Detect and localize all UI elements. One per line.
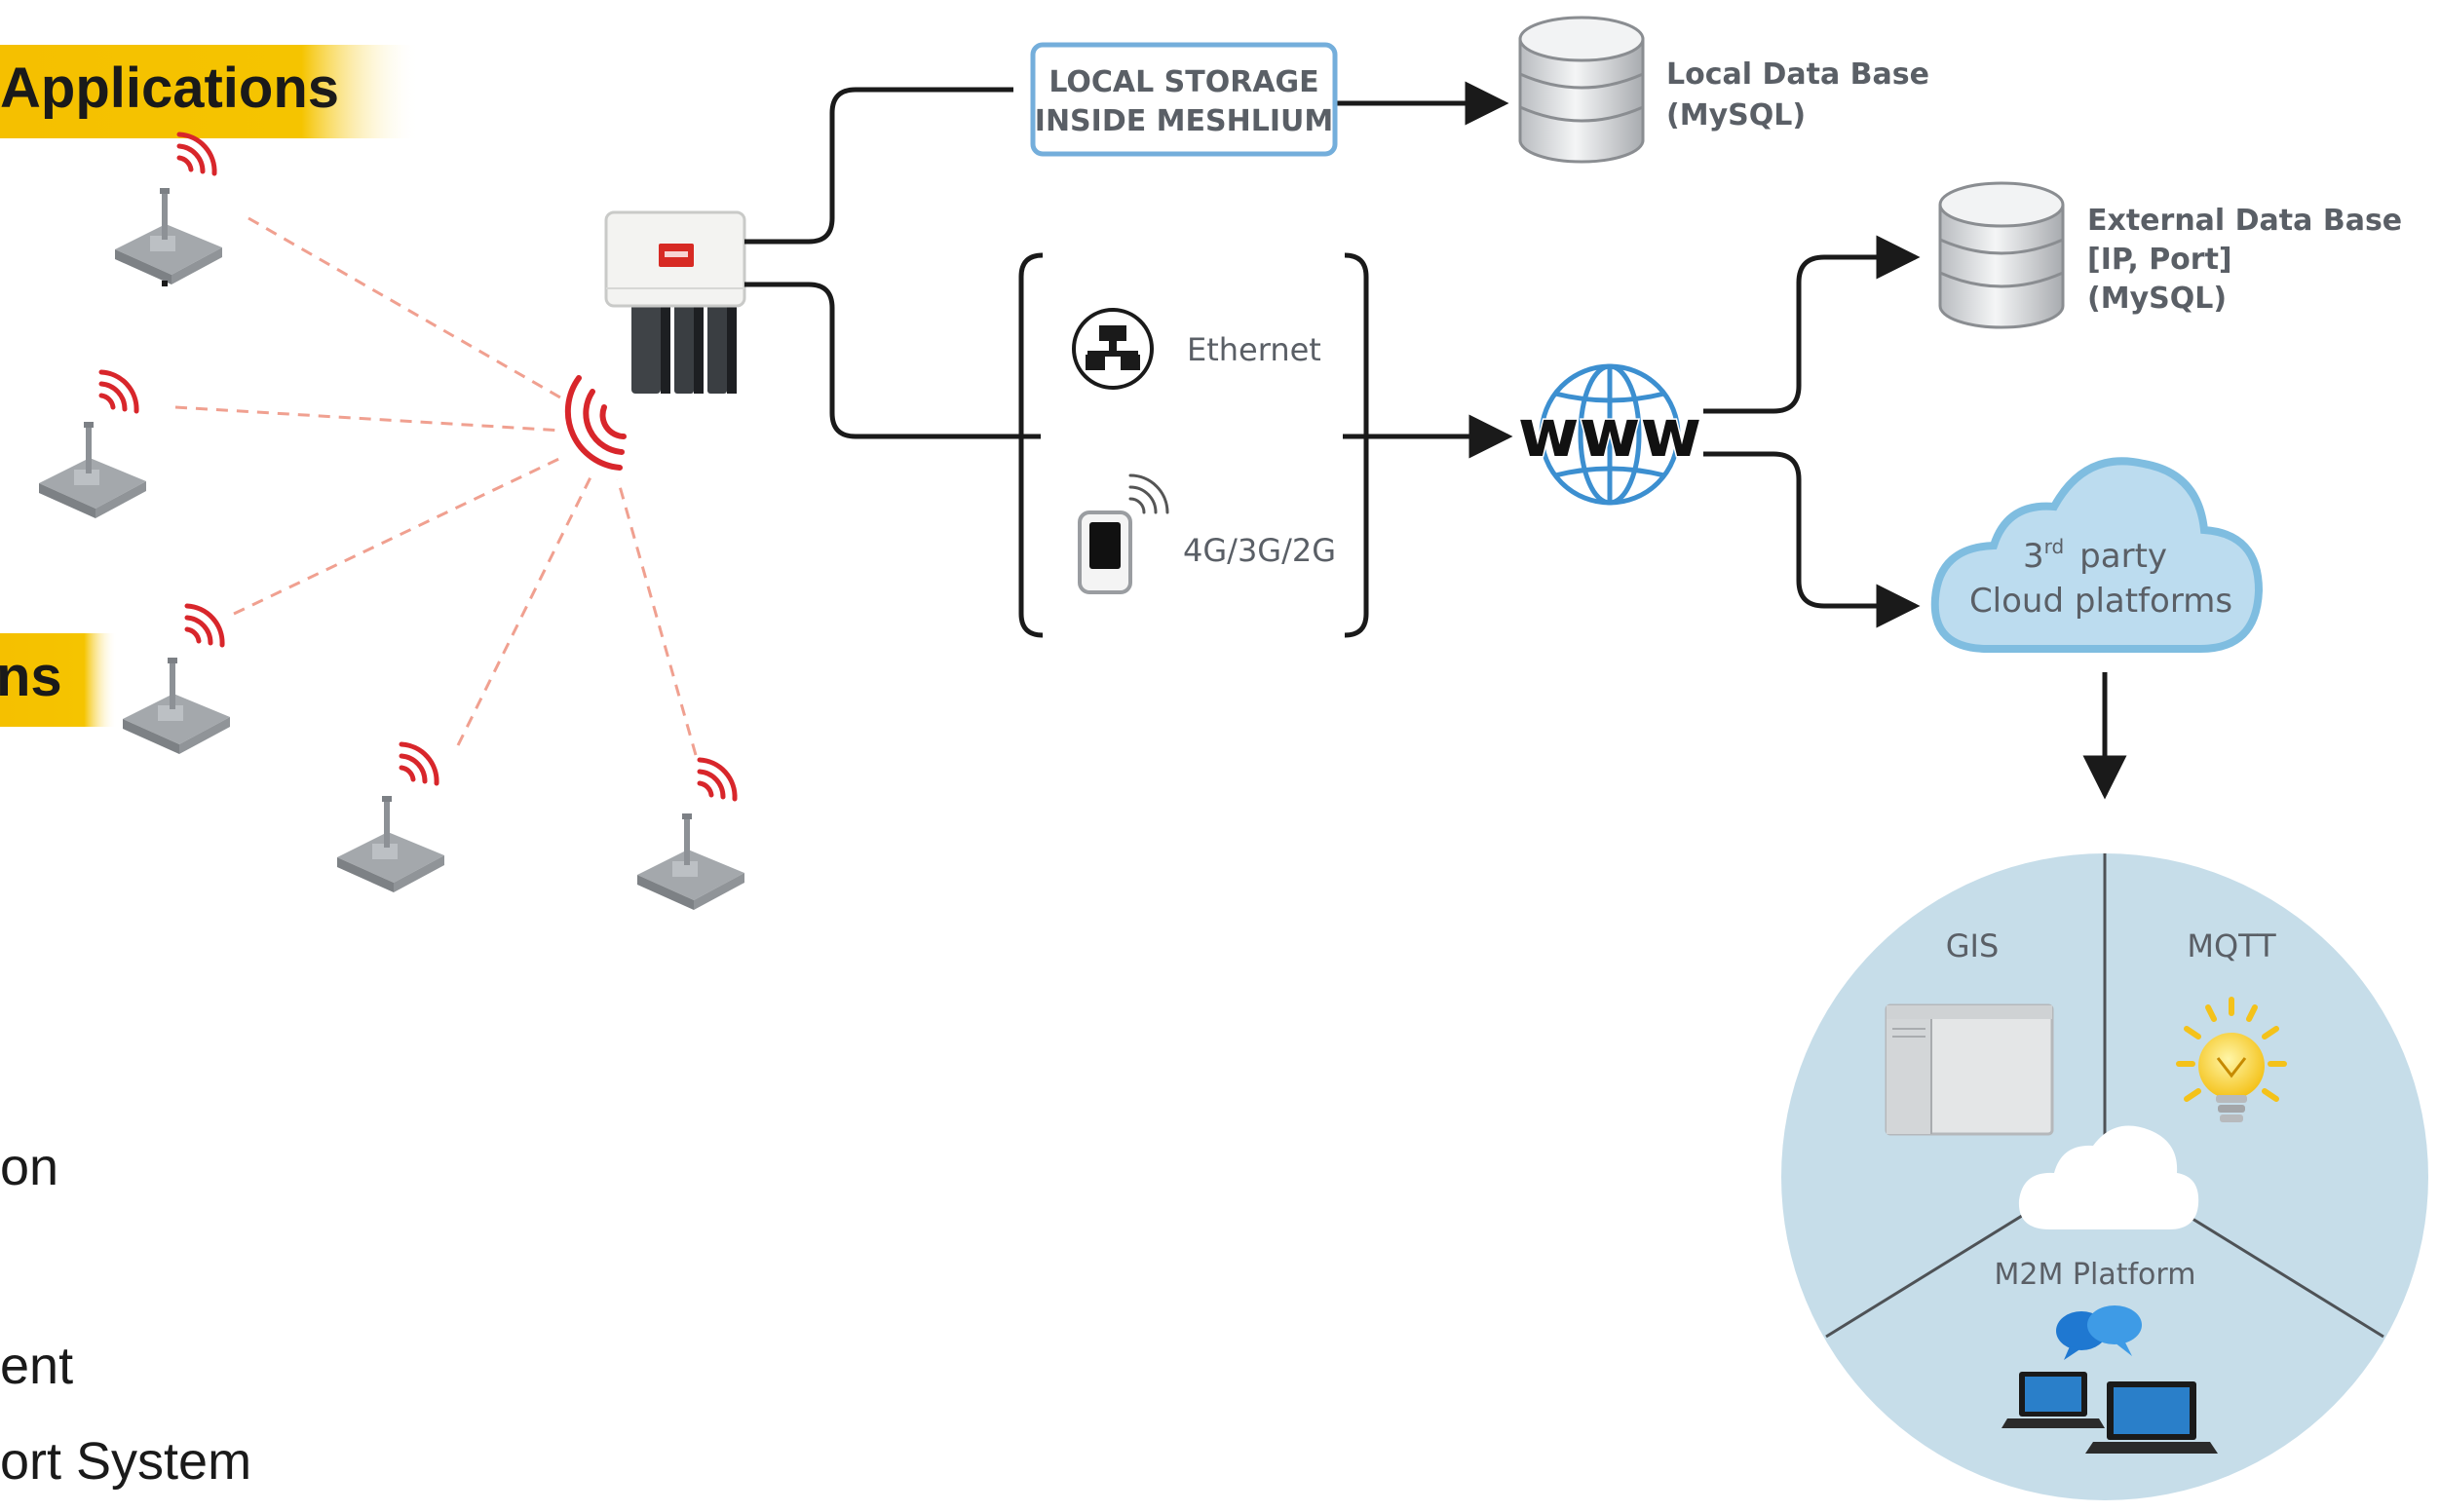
bracket-right — [1344, 252, 1369, 638]
local-storage-line-2: INSIDE MESHLIUM — [1035, 104, 1333, 138]
second-banner: ns — [0, 633, 117, 727]
cloud-ordinal-number: 3 — [2023, 537, 2044, 576]
sensor-node-4 — [337, 744, 444, 892]
sensor-device-icon — [337, 796, 444, 892]
sensor-device-icon — [115, 188, 222, 284]
local-database-icon — [1518, 16, 1645, 164]
signal-icon — [401, 744, 437, 783]
mobile-label: 4G/3G/2G — [1183, 532, 1336, 569]
cloud-label-line-2: Cloud platforms — [1969, 582, 2232, 621]
local-db-label-line-2: (MySQL) — [1666, 98, 1806, 132]
signal-icon — [179, 134, 214, 173]
mesh-link-node-2 — [174, 405, 564, 433]
sensor-node-1 — [115, 134, 222, 286]
applications-banner: Applications — [0, 45, 419, 138]
local-storage-box-border — [1030, 42, 1338, 157]
chat-bubbles-icon — [2056, 1305, 2142, 1360]
second-banner-background — [0, 633, 117, 727]
sensor-device-icon — [637, 813, 744, 910]
ethernet-icon — [1072, 308, 1154, 390]
sensor-node-5 — [637, 760, 744, 910]
mqtt-label: MQTT — [2187, 927, 2276, 964]
list-item-3: ort System — [0, 1432, 251, 1491]
m2m-cloud-icon — [2018, 1125, 2199, 1229]
platforms-circle: GIS MQTT — [1781, 853, 2428, 1500]
external-db-label-line-2: [IP, Port] — [2087, 243, 2232, 277]
local-db-label-line-1: Local Data Base — [1666, 57, 1929, 92]
meshlium-gateway-icon — [604, 210, 746, 394]
mesh-link-node-1 — [248, 216, 568, 403]
local-storage-box: LOCAL STORAGE INSIDE MESHLIUM — [1030, 42, 1338, 157]
sensor-device-icon — [123, 658, 230, 754]
external-database-icon — [1938, 181, 2065, 329]
link-to-local-storage — [744, 87, 1013, 245]
sensor-device-icon — [39, 422, 146, 518]
bracket-left — [1018, 252, 1044, 638]
applications-banner-background — [0, 45, 419, 138]
signal-icon — [187, 606, 222, 645]
list-item-1: on — [0, 1138, 58, 1196]
local-storage-line-1: LOCAL STORAGE — [1048, 65, 1318, 99]
cloud-platforms-icon — [1930, 457, 2264, 653]
m2m-label: M2M Platform — [1995, 1258, 2196, 1292]
cloud-party-word: party — [2079, 537, 2167, 576]
www-globe-icon — [1539, 363, 1681, 506]
connectivity-bracket — [1018, 252, 1369, 638]
lightbulb-icon — [2176, 997, 2287, 1122]
signal-icon — [700, 760, 735, 799]
mesh-link-node-3 — [233, 454, 566, 616]
applications-banner-label: Applications — [0, 57, 339, 120]
external-db-label-line-1: External Data Base — [2087, 204, 2402, 238]
sensor-node-2 — [39, 372, 146, 518]
gateway-signal-icon — [564, 375, 627, 471]
mesh-links — [174, 216, 698, 756]
node-marker-dot — [162, 281, 168, 286]
gis-label: GIS — [1946, 927, 2000, 964]
www-label: www — [1518, 396, 1701, 472]
gis-window-icon — [1885, 1003, 2054, 1136]
laptop-icon-left — [2002, 1372, 2105, 1428]
arrow-to-external-db — [1703, 235, 1921, 414]
mesh-link-node-4 — [456, 476, 592, 746]
connection-lines — [744, 81, 2127, 800]
laptop-icon-right — [2085, 1381, 2218, 1454]
second-banner-label: ns — [0, 645, 62, 708]
sensor-node-3 — [123, 606, 230, 754]
list-item-2: ent — [0, 1337, 73, 1395]
arrow-to-cloud — [1703, 451, 1921, 628]
signal-icon — [101, 372, 136, 411]
mobile-phone-icon — [1078, 473, 1169, 594]
cloud-ordinal-suffix: rd — [2044, 535, 2065, 558]
external-db-label-line-3: (MySQL) — [2087, 282, 2227, 316]
ethernet-label: Ethernet — [1187, 331, 1321, 368]
link-to-connectivity — [744, 282, 1041, 439]
mesh-link-node-5 — [616, 478, 698, 756]
